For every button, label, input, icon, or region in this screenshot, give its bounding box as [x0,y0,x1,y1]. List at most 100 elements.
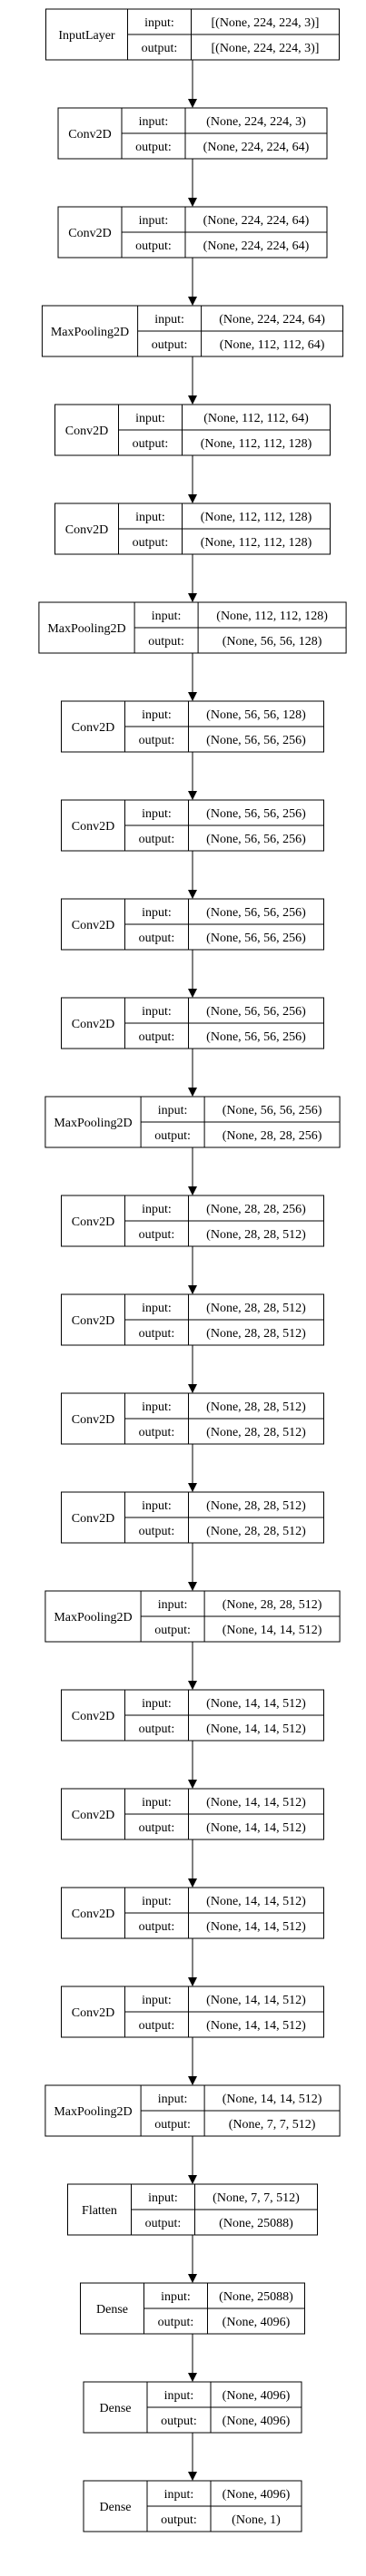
layer-nodes: InputLayer input: output: [(None, 224, 224,… [38,8,347,2532]
input-shape: (None, 112, 112, 64) [203,412,309,425]
input-label: input: [164,2389,194,2403]
input-shape: (None, 28, 28, 512) [223,1598,322,1612]
output-shape: (None, 14, 14, 512) [206,1722,306,1736]
output-shape: (None, 4096) [223,2316,291,2329]
output-shape: (None, 28, 28, 512) [206,1327,306,1341]
input-label: input: [135,412,165,425]
output-label: output: [139,1821,175,1835]
input-shape: (None, 224, 224, 64) [219,313,325,327]
input-label: input: [142,1203,172,1216]
layer-name: Dense [100,2402,132,2415]
input-shape: (None, 14, 14, 512) [206,1796,306,1810]
input-label: input: [142,1796,172,1810]
output-shape: (None, 56, 56, 256) [206,833,306,846]
input-label: input: [164,2488,194,2502]
output-shape: (None, 56, 56, 256) [206,932,306,945]
output-label: output: [133,536,169,550]
input-shape: (None, 28, 28, 512) [206,1499,306,1513]
layer-name: Conv2D [68,128,111,141]
layer-name: Flatten [82,2204,117,2218]
output-shape: (None, 112, 112, 128) [201,437,312,451]
input-shape: (None, 14, 14, 512) [206,1895,306,1908]
input-shape: (None, 4096) [223,2389,291,2403]
layer-name: Conv2D [72,1215,114,1229]
output-shape: (None, 56, 56, 128) [223,635,322,649]
layer-name: MaxPooling2D [47,622,125,636]
output-shape: (None, 28, 28, 256) [223,1129,322,1143]
input-shape: (None, 112, 112, 128) [201,511,312,524]
output-label: output: [161,2415,197,2428]
layer-name: Conv2D [72,1413,114,1427]
input-label: input: [158,1104,188,1117]
layer-name: Conv2D [72,1018,114,1031]
input-label: input: [142,1895,172,1908]
layer-name: MaxPooling2D [54,1117,132,1130]
input-shape: (None, 28, 28, 512) [206,1302,306,1315]
output-shape: (None, 14, 14, 512) [206,1821,306,1835]
output-shape: (None, 14, 14, 512) [206,2019,306,2033]
output-label: output: [154,2118,191,2132]
input-label: input: [161,2290,191,2304]
output-label: output: [139,1525,175,1538]
output-shape: (None, 1) [232,2513,281,2527]
output-label: output: [161,2513,197,2527]
input-shape: (None, 56, 56, 256) [206,906,306,920]
layer-name: Conv2D [72,1908,114,1921]
input-label: input: [135,511,165,524]
input-shape: (None, 28, 28, 256) [206,1203,306,1216]
input-label: input: [142,807,172,821]
output-label: output: [145,2217,182,2230]
layer-name: Conv2D [72,2006,114,2020]
layer-node: Conv2D input: output: (None, 14, 14, 512) (N… [61,1788,324,1840]
output-label: output: [139,1228,175,1242]
output-label: output: [133,437,169,451]
layer-name: Conv2D [72,820,114,834]
layer-name: MaxPooling2D [54,1611,132,1625]
layer-name: Conv2D [68,227,111,240]
layer-node: Dense input: output: (None, 4096) (None, 1) [83,2480,302,2532]
input-shape: (None, 28, 28, 512) [206,1400,306,1414]
layer-name: Conv2D [72,1809,114,1822]
input-label: input: [142,1697,172,1711]
layer-name: Dense [100,2501,132,2514]
input-label: input: [142,1499,172,1513]
input-shape: (None, 7, 7, 512) [213,2191,300,2205]
output-shape: [(None, 224, 224, 3)] [212,42,320,55]
output-label: output: [139,734,175,747]
input-label: input: [142,906,172,920]
output-label: output: [148,635,184,649]
layer-name: InputLayer [58,29,115,43]
output-label: output: [139,1920,175,1934]
input-shape: (None, 4096) [223,2488,291,2502]
input-label: input: [158,2093,188,2106]
input-label: input: [139,214,169,228]
output-shape: (None, 25088) [219,2217,293,2230]
input-label: input: [139,115,169,129]
input-label: input: [142,1005,172,1019]
output-label: output: [139,833,175,846]
input-shape: (None, 25088) [219,2290,293,2304]
input-shape: (None, 14, 14, 512) [206,1994,306,2007]
input-shape: (None, 224, 224, 64) [203,214,310,228]
output-label: output: [139,1426,175,1439]
layer-name: Conv2D [72,721,114,735]
output-shape: (None, 224, 224, 64) [203,141,310,154]
input-label: input: [142,1302,172,1315]
